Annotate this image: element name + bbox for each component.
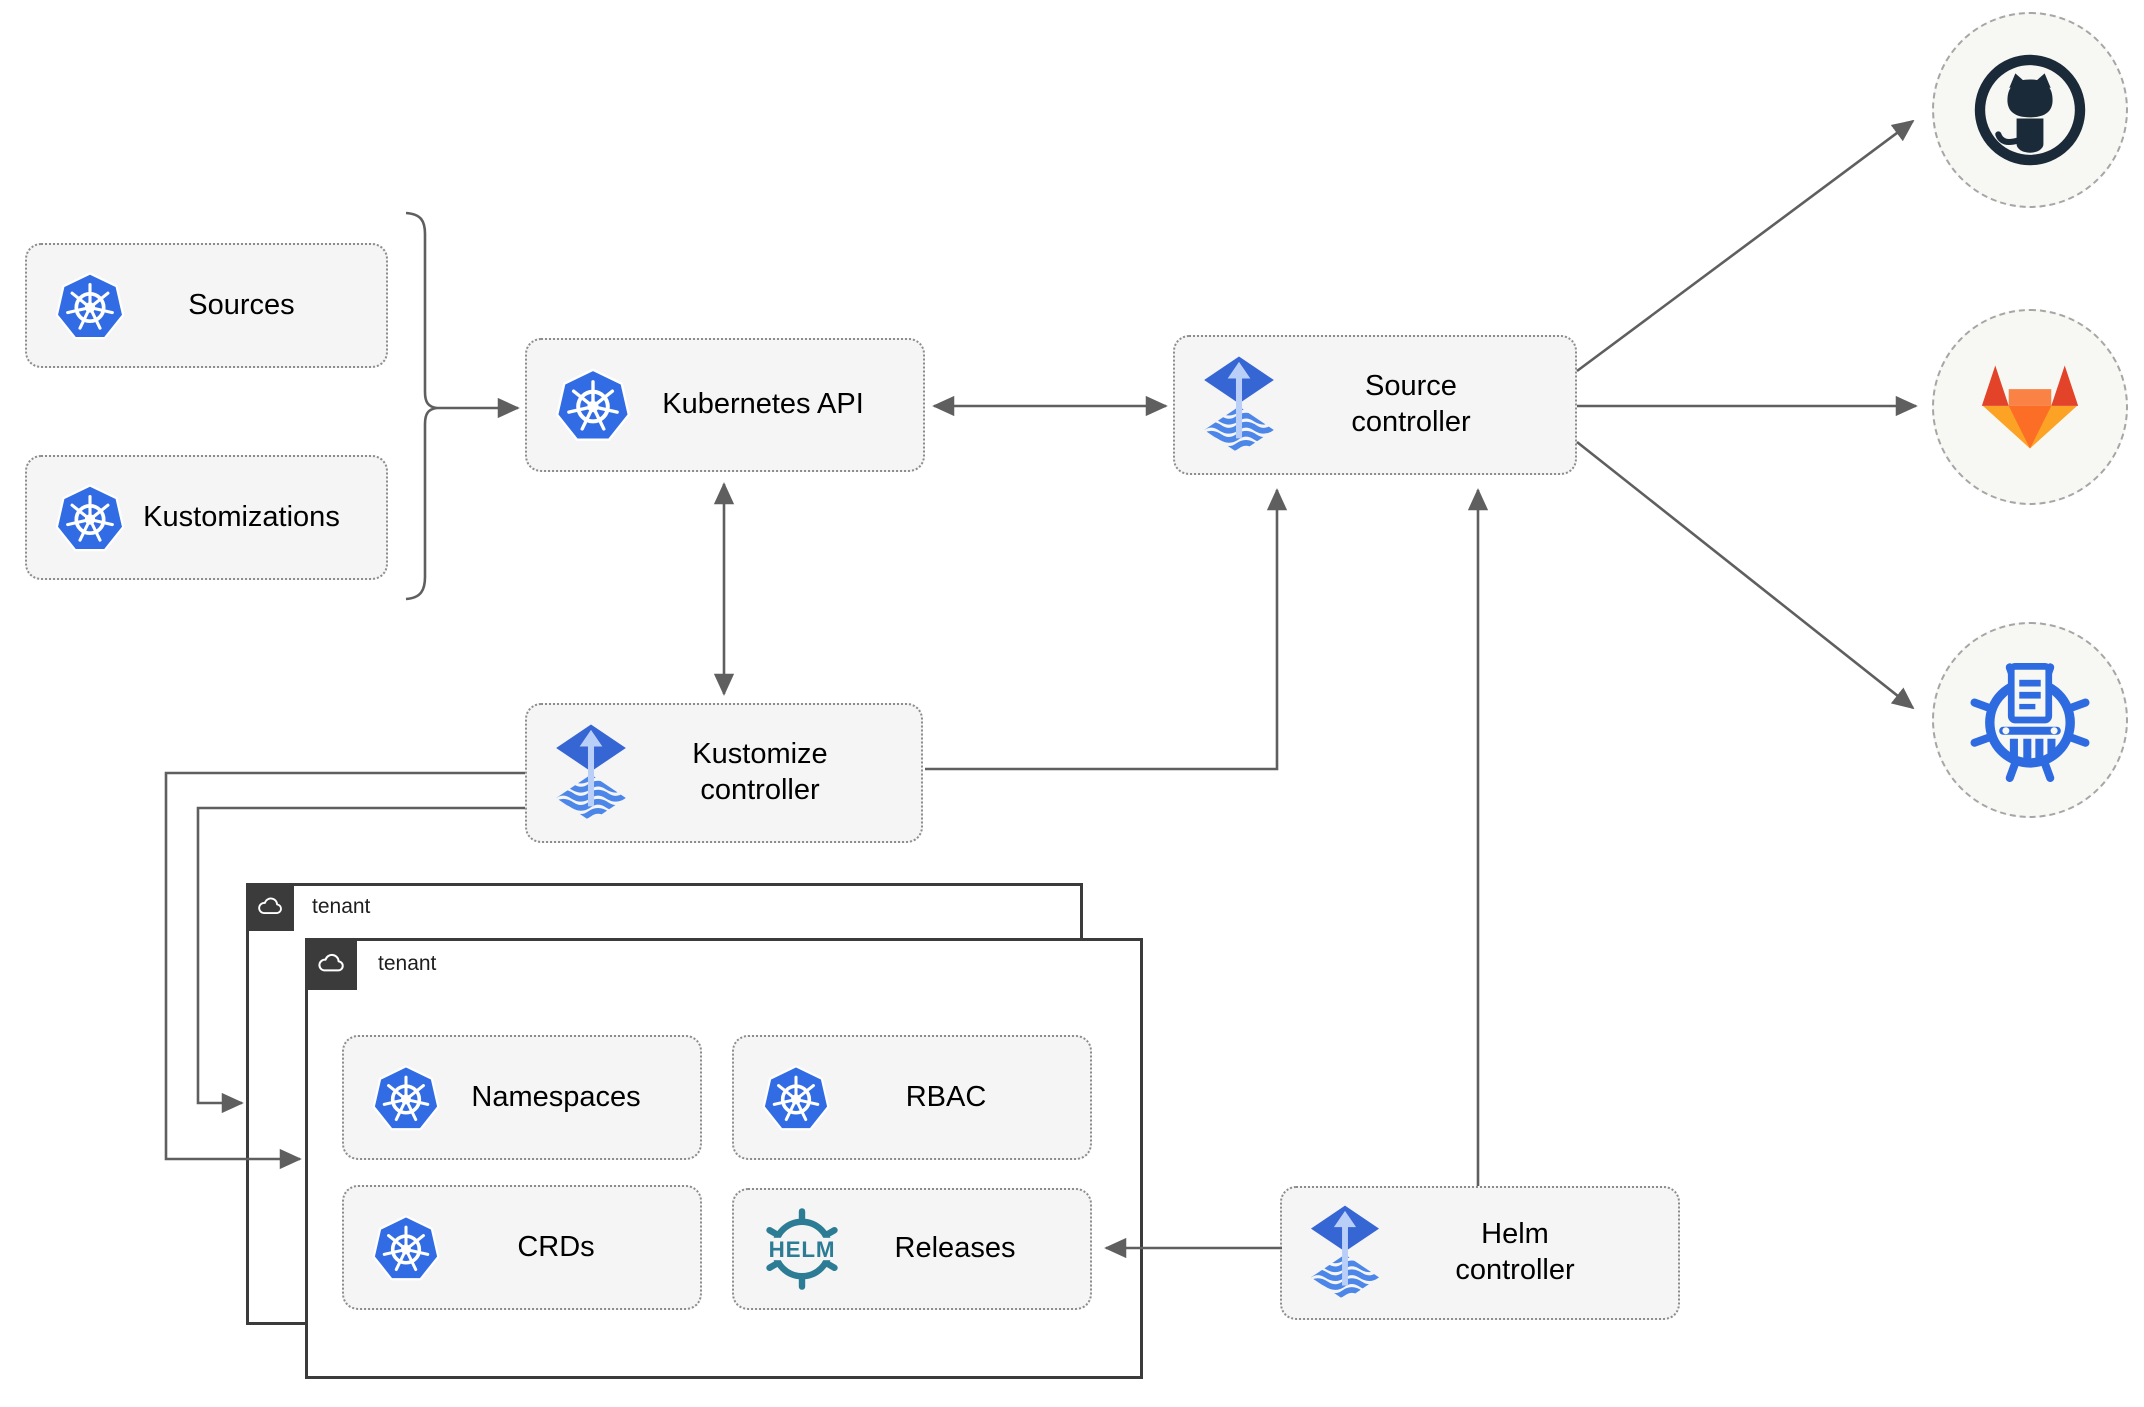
flux-icon xyxy=(1308,1204,1382,1302)
node-label: Releases xyxy=(894,1232,1016,1265)
github-icon xyxy=(1969,49,2091,171)
flux-icon xyxy=(553,723,629,823)
node-releases: HELM Releases xyxy=(732,1188,1092,1310)
gitlab-icon xyxy=(1974,361,2086,453)
node-label: Kustomizations xyxy=(143,500,340,533)
node-kustomizations: Kustomizations xyxy=(25,455,388,580)
cloud-icon xyxy=(315,948,347,980)
flux-icon xyxy=(1201,355,1277,455)
cloud-icon xyxy=(255,892,285,922)
tenant-front-badge xyxy=(305,938,357,990)
node-label-line2: controller xyxy=(1455,1254,1575,1286)
node-crds: CRDs xyxy=(342,1185,702,1310)
node-label: Helm controller xyxy=(1382,1217,1648,1289)
node-kubernetes-api: Kubernetes API xyxy=(525,338,925,472)
node-source-controller: Source controller xyxy=(1173,335,1577,475)
node-label: Sources xyxy=(188,288,295,321)
group-brace xyxy=(405,211,438,601)
kubernetes-icon xyxy=(370,1062,442,1134)
node-label: Namespaces xyxy=(471,1080,641,1113)
endpoint-gitlab xyxy=(1932,309,2128,505)
helm-logo-text: HELM xyxy=(769,1237,836,1262)
node-namespaces: Namespaces xyxy=(342,1035,702,1160)
node-label: RBAC xyxy=(905,1080,987,1113)
connector-source-to-helm-repository xyxy=(1576,440,1915,710)
node-label-line2: controller xyxy=(700,774,820,806)
tenant-back-badge xyxy=(246,883,294,931)
node-label-line1: Helm xyxy=(1481,1218,1549,1251)
node-sources: Sources xyxy=(25,243,388,368)
node-helm-controller: Helm controller xyxy=(1280,1186,1680,1320)
node-label: Source controller xyxy=(1277,369,1545,441)
chartmuseum-icon xyxy=(1963,653,2097,787)
endpoint-github xyxy=(1932,12,2128,208)
kubernetes-icon xyxy=(760,1062,832,1134)
endpoint-helm-repository xyxy=(1932,622,2128,818)
node-rbac: RBAC xyxy=(732,1035,1092,1160)
node-label-line2: controller xyxy=(1351,406,1471,438)
node-label: Kustomize controller xyxy=(629,737,891,809)
kubernetes-icon xyxy=(53,481,127,555)
node-label: Kubernetes API xyxy=(662,388,864,421)
node-kustomize-controller: Kustomize controller xyxy=(525,703,923,843)
node-label: CRDs xyxy=(517,1230,595,1263)
node-label-line1: Source xyxy=(1365,370,1457,403)
tenant-front-label: tenant xyxy=(378,952,437,975)
helm-icon: HELM xyxy=(762,1208,842,1290)
kubernetes-icon xyxy=(553,365,633,445)
kubernetes-icon xyxy=(53,269,127,343)
node-label-line1: Kustomize xyxy=(692,738,828,771)
kubernetes-icon xyxy=(370,1212,442,1284)
connector-kustomize-to-source-controller xyxy=(925,488,1288,771)
connector-source-to-github xyxy=(1576,119,1915,373)
tenant-back-label: tenant xyxy=(312,895,371,918)
